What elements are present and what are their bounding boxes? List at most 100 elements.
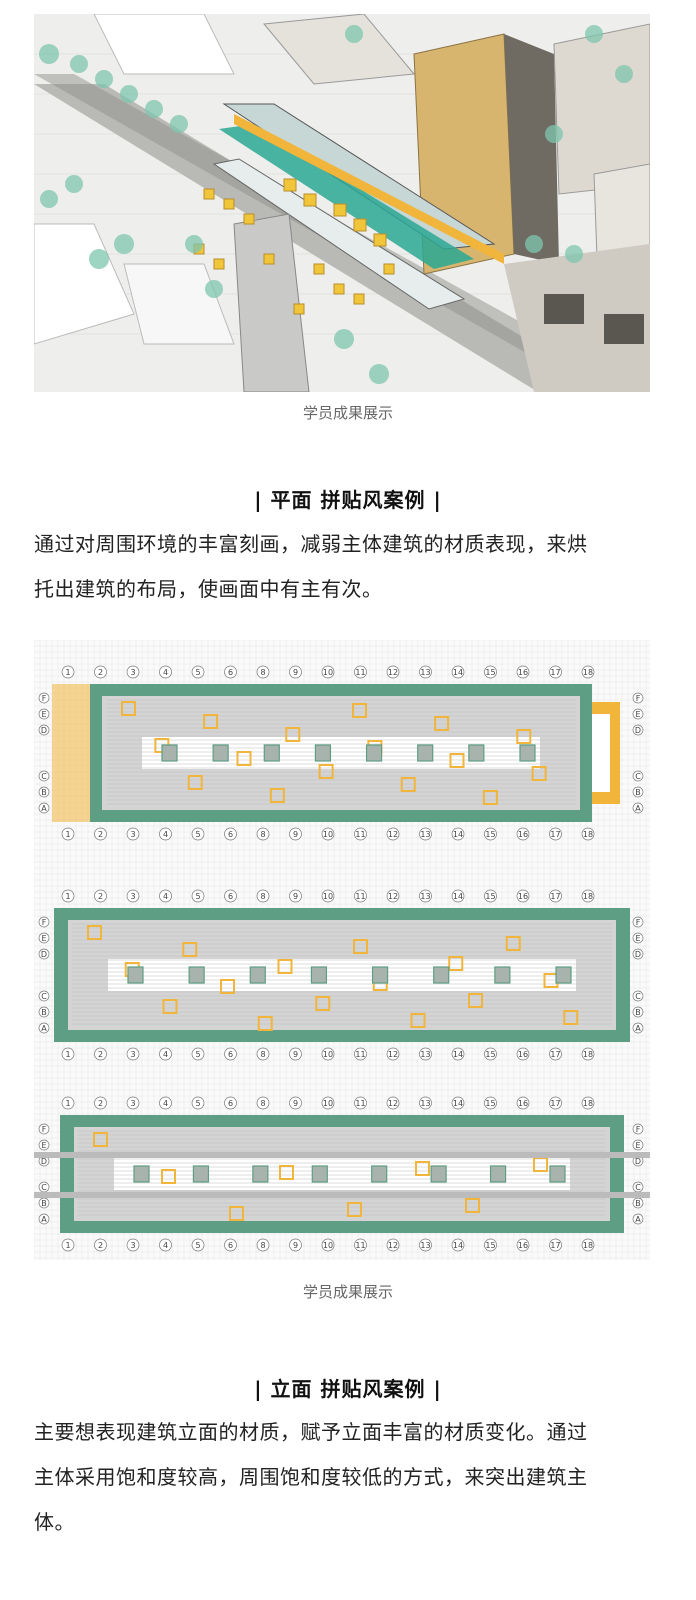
grid-axis-label: 17 [550,830,560,839]
grid-axis-label: 2 [98,1050,103,1059]
grid-axis-label: 18 [583,1050,593,1059]
grid-axis-bubble [94,889,107,903]
grid-axis-bubble [484,1238,497,1252]
grid-axis-bubble [632,990,644,1002]
grid-axis-bubble [256,889,270,903]
structural-column [549,1165,566,1183]
column-marker [93,1132,108,1147]
grid-axis-bubble [256,1047,270,1061]
grid-axis-bubble [38,1123,50,1135]
grid-axis-bubble [191,1096,205,1110]
grid-axis-label: 18 [583,1241,593,1250]
grid-axis-label: D [635,1157,641,1166]
grid-axis-label: 15 [485,830,495,839]
grid-axis-bubble [354,1238,367,1252]
grid-axis-bubble [256,1238,270,1252]
structural-column [430,1165,447,1183]
grid-axis-label: 15 [485,1241,495,1250]
grid-axis-label: 2 [98,892,103,901]
structural-column [371,966,389,984]
grid-axis-label: 6 [228,1050,233,1059]
structural-column [133,1165,150,1183]
grid-axis-label: C [635,1183,641,1192]
grid-axis-label: 18 [583,830,593,839]
grid-axis-label: 3 [130,830,135,839]
grid-axis-label: 15 [485,668,495,677]
grid-axis-label: 17 [550,1099,560,1108]
column-marker [434,716,450,731]
rail-track [34,1192,650,1198]
grid-axis-bubble [581,1047,595,1061]
grid-axis-bubble [289,1238,302,1252]
grid-axis-label: F [42,1125,47,1134]
grid-axis-label: 1 [65,1241,70,1250]
grid-axis-bubble [516,665,530,679]
grid-axis-label: 1 [65,668,70,677]
column-marker [347,1202,362,1217]
grid-axis-bubble [289,889,302,903]
grid-axis-bubble [191,827,205,841]
grid-axis-label: 8 [260,892,265,901]
grid-axis-bubble [191,1238,205,1252]
grid-axis-bubble [484,1047,497,1061]
grid-axis-label: 3 [130,1241,135,1250]
grid-axis-bubble [159,889,172,903]
column-marker [415,1161,430,1176]
structural-column [519,744,536,762]
grid-axis-bubble [126,827,140,841]
grid-axis-bubble [516,1238,530,1252]
grid-axis-bubble [224,1096,237,1110]
grid-axis-bubble [632,1022,644,1034]
grid-axis-bubble [224,1238,237,1252]
grid-axis-bubble [38,932,50,944]
grid-axis-label: 3 [130,892,135,901]
grid-axis-label: 1 [65,892,70,901]
grid-axis-label: E [635,934,640,943]
figure-caption: 学员成果展示 [302,1283,393,1301]
structural-column [249,966,266,984]
grid-axis-label: B [41,1199,47,1208]
grid-axis-label: C [41,992,47,1001]
grid-axis-bubble [632,724,644,736]
grid-axis-label: 11 [355,1241,365,1250]
grid-axis-label: A [41,804,47,813]
grid-axis-bubble [581,1096,595,1110]
paragraph-line: 体。 [34,1510,75,1534]
column-marker [315,996,331,1011]
grid-axis-bubble [549,1096,562,1110]
grid-axis-label: C [41,772,47,781]
grid-axis-label: 9 [293,1099,298,1108]
structural-column [161,744,178,762]
grid-axis-label: A [41,1024,47,1033]
grid-axis-bubble [38,990,50,1002]
grid-axis-label: 12 [388,830,398,839]
grid-axis-bubble [38,786,50,798]
grid-axis-bubble [159,1238,172,1252]
grid-axis-label: 10 [323,892,333,901]
grid-axis-label: 17 [550,1241,560,1250]
column-marker [531,766,547,781]
grid-axis-label: 4 [163,1050,168,1059]
grid-axis-bubble [224,889,237,903]
grid-axis-bubble [386,1238,400,1252]
grid-axis-label: C [41,1183,47,1192]
grid-axis-label: A [635,1024,641,1033]
grid-axis-bubble [191,1047,205,1061]
grid-axis-label: A [635,1215,641,1224]
grid-axis-label: 4 [163,1099,168,1108]
structural-column [252,1165,269,1183]
grid-axis-bubble [632,932,644,944]
grid-axis-bubble [38,708,50,720]
grid-axis-label: 17 [550,668,560,677]
grid-axis-label: 14 [453,830,463,839]
grid-axis-bubble [516,1047,530,1061]
grid-axis-bubble [581,827,595,841]
grid-axis-label: 16 [518,668,528,677]
grid-axis-label: 14 [453,1241,463,1250]
grid-axis-label: 11 [355,1050,365,1059]
grid-axis-label: 11 [355,1099,365,1108]
grid-axis-bubble [549,889,562,903]
grid-axis-bubble [94,665,107,679]
grid-axis-bubble [289,1047,302,1061]
grid-axis-label: 8 [260,1099,265,1108]
